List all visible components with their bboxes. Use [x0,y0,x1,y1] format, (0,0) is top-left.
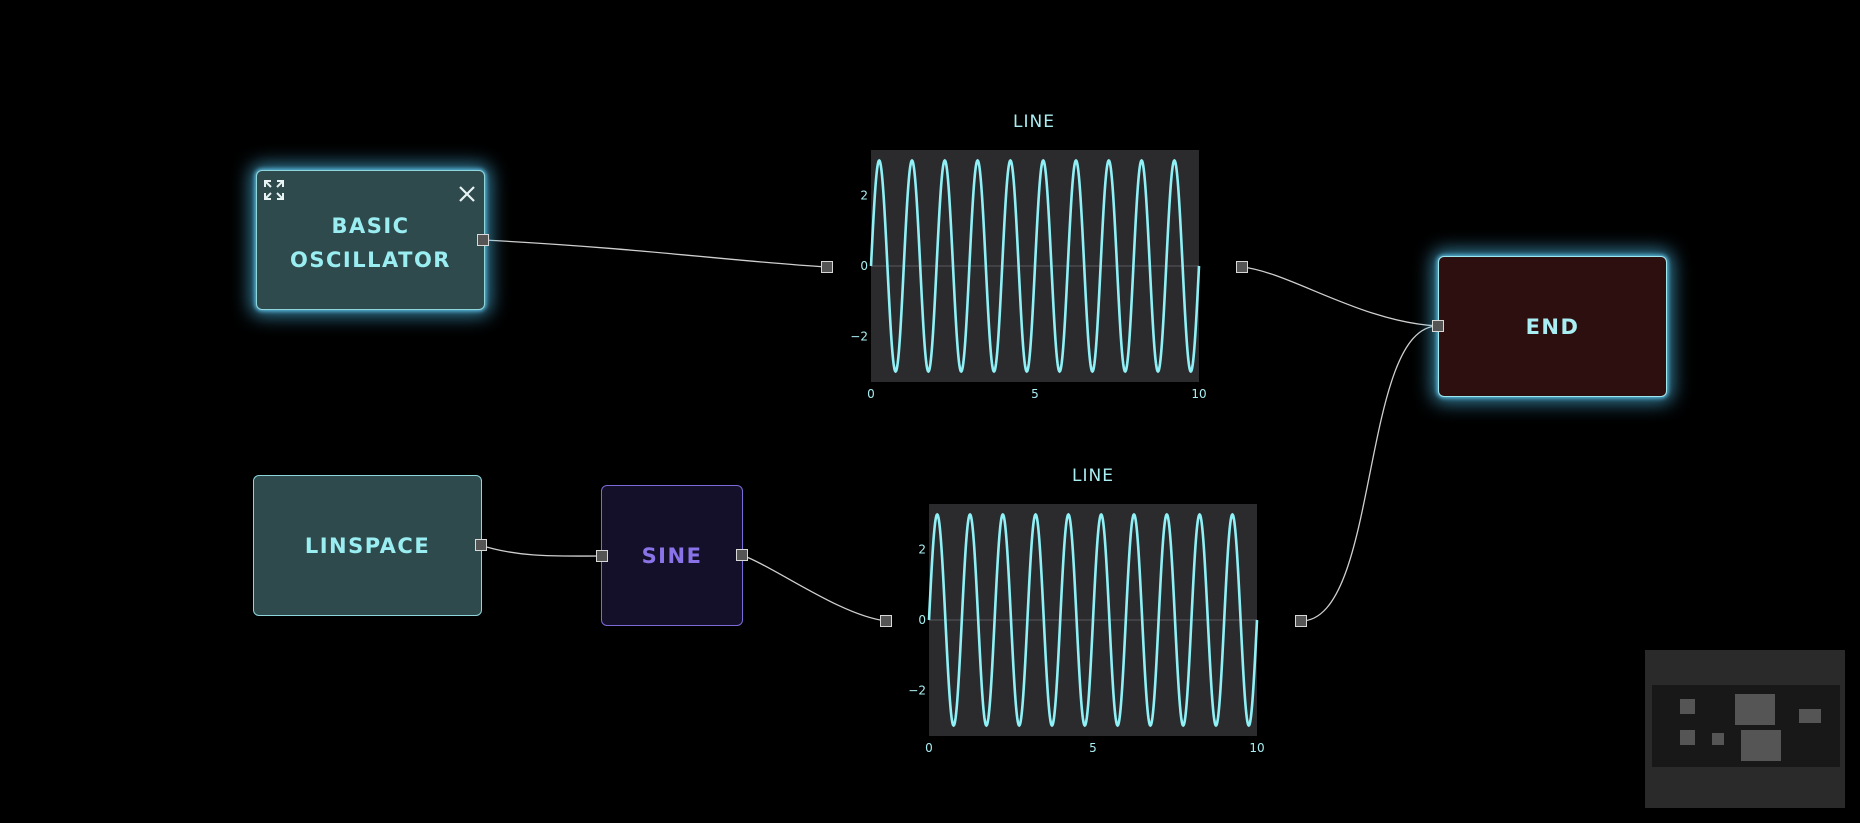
x-tick-label: 0 [867,387,875,401]
edge-sine-to-bottom-plot [741,554,887,622]
sine-output-port[interactable] [736,549,748,561]
y-tick-label: −2 [850,329,868,343]
minimap-node [1680,730,1695,745]
edge-bottom-plot-to-end [1300,325,1439,622]
minimap-node [1735,694,1775,725]
expand-arrows-icon[interactable] [263,177,285,200]
sine-label: SINE [641,543,703,568]
sine-series-line [927,512,1259,728]
x-tick-label: 10 [1249,741,1264,755]
x-tick-label: 0 [925,741,933,755]
y-tick-label: −2 [908,683,926,697]
x-tick-label: 10 [1191,387,1206,401]
linspace-output-port[interactable] [475,539,487,551]
minimap-node [1799,709,1821,723]
basic-oscillator-label: BASIC OSCILLATOR [290,209,451,277]
edge-top-plot-to-end [1241,266,1439,327]
close-x-icon[interactable] [458,179,476,202]
sine-series-line [869,158,1201,374]
minimap-node [1680,699,1695,714]
end-input-port[interactable] [1432,320,1444,332]
minimap[interactable] [1645,650,1845,808]
plot-top-title: LINE [1013,112,1055,132]
y-tick-label: 0 [860,259,868,273]
linspace-node[interactable]: LINSPACE [253,475,482,616]
edge-oscillator-to-top-plot [482,239,828,268]
basic-oscillator-label-line2: OSCILLATOR [290,248,451,272]
sine-node[interactable]: SINE [601,485,743,626]
sine-input-port[interactable] [596,550,608,562]
minimap-node [1741,730,1781,761]
plot-bottom: 0 5 10 2 0 −2 [908,504,1265,755]
x-tick-label: 5 [1031,387,1039,401]
edge-linspace-to-sine [479,544,603,557]
y-tick-label: 2 [918,543,926,557]
x-tick-label: 5 [1089,741,1097,755]
end-label: END [1525,314,1580,339]
plot-top: 0 5 10 2 0 −2 [850,150,1207,401]
basic-oscillator-node[interactable]: BASIC OSCILLATOR [256,170,485,310]
end-node[interactable]: END [1438,256,1667,397]
plot-bottom-input-port[interactable] [880,615,892,627]
linspace-label: LINSPACE [304,533,431,558]
plot-top-output-port[interactable] [1236,261,1248,273]
y-tick-label: 2 [860,189,868,203]
plot-bottom-output-port[interactable] [1295,615,1307,627]
basic-oscillator-label-line1: BASIC [331,214,410,238]
minimap-node [1712,733,1724,745]
basic-oscillator-output-port[interactable] [477,234,489,246]
y-tick-label: 0 [918,613,926,627]
plot-top-input-port[interactable] [821,261,833,273]
plot-bottom-title: LINE [1072,466,1114,486]
